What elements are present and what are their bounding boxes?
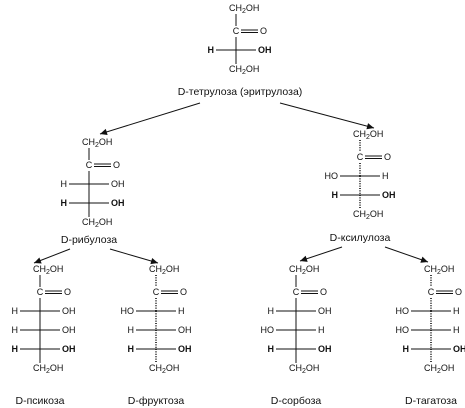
substituent-left-label: H [403,344,410,354]
substituent-left-label: H [268,344,275,354]
substituent-left-label: HO [121,306,135,316]
molecule-name: D-сорбоза [271,395,322,407]
molecule-name: D-рибулоза [61,234,117,246]
ch2oh-top-label: CH2OH [149,264,179,276]
carbonyl-oxygen-label: O [320,287,327,297]
substituent-left-label: HO [325,171,339,181]
ch2oh-top-label: CH2OH [289,264,319,276]
arrow-tetrulose-to-ribulose [99,102,201,135]
ch2oh-bottom-label: CH2OH [33,363,63,375]
carbonyl-carbon-label: C [153,287,160,297]
ch2oh-bottom-label: CH2OH [229,64,259,76]
substituent-left-label: H [12,344,19,354]
substituent-right-label: OH [111,198,125,208]
substituent-right-label: OH [178,344,192,354]
ch2oh-bottom-label: CH2OH [353,209,383,221]
substituent-right-label: OH [382,190,396,200]
ch2oh-bottom-label: CH2OH [82,217,112,229]
molecule-name: D-тетрулоза (эритрулоза) [178,86,303,98]
substituent-right-label: H [178,306,185,316]
substituent-right-label: OH [318,344,332,354]
substituent-left-label: H [12,325,19,335]
arrow-ribulose-to-psicose [33,248,71,264]
carbonyl-carbon-label: C [233,26,240,36]
carbonyl-oxygen-label: O [64,287,71,297]
ch2oh-top-label: CH2OH [33,264,63,276]
carbonyl-carbon-label: C [86,160,93,170]
arrow-tetrulose-to-xylulose [279,102,375,130]
substituent-right-label: H [453,306,460,316]
substituent-right-label: OH [453,344,465,354]
carbonyl-carbon-label: C [293,287,300,297]
substituent-left-label: H [128,325,135,335]
carbonyl-oxygen-label: O [455,287,462,297]
substituent-left-label: H [128,344,135,354]
substituent-right-label: H [382,171,389,181]
substituent-left-label: HO [261,325,275,335]
substituent-right-label: OH [178,325,192,335]
molecule-name: D-тагатоза [405,395,457,407]
substituent-right-label: OH [62,325,76,335]
ch2oh-top-label: CH2OH [353,129,383,141]
substituent-left-label: H [12,306,19,316]
molecule-name: D-псикоза [16,395,65,407]
molecule-name: D-ксилулоза [330,232,391,244]
arrow-ribulose-to-fructose [109,248,159,265]
substituent-left-label: H [208,45,215,55]
carbonyl-carbon-label: C [37,287,44,297]
ch2oh-bottom-label: CH2OH [424,363,454,375]
substituent-left-label: H [332,190,339,200]
substituent-right-label: OH [62,344,76,354]
substituent-left-label: H [61,179,68,189]
ch2oh-top-label: CH2OH [82,137,112,149]
substituent-right-label: OH [62,306,76,316]
substituent-left-label: HO [396,325,410,335]
substituent-left-label: HO [396,306,410,316]
substituent-left-label: H [61,198,68,208]
substituent-left-label: H [268,306,275,316]
carbonyl-oxygen-label: O [260,26,267,36]
substituent-right-label: OH [258,45,272,55]
ch2oh-top-label: CH2OH [424,264,454,276]
carbonyl-carbon-label: C [428,287,435,297]
arrow-xylulose-to-sorbose [299,246,343,262]
substituent-right-label: H [318,325,325,335]
arrow-xylulose-to-tagatose [384,246,429,263]
substituent-right-label: OH [318,306,332,316]
ch2oh-bottom-label: CH2OH [289,363,319,375]
carbonyl-oxygen-label: O [113,160,120,170]
carbonyl-carbon-label: C [357,152,364,162]
carbonyl-oxygen-label: O [384,152,391,162]
ch2oh-bottom-label: CH2OH [149,363,179,375]
molecule-name: D-фруктоза [128,395,185,407]
substituent-right-label: OH [111,179,125,189]
ch2oh-top-label: CH2OH [229,3,259,15]
substituent-right-label: H [453,325,460,335]
carbonyl-oxygen-label: O [180,287,187,297]
